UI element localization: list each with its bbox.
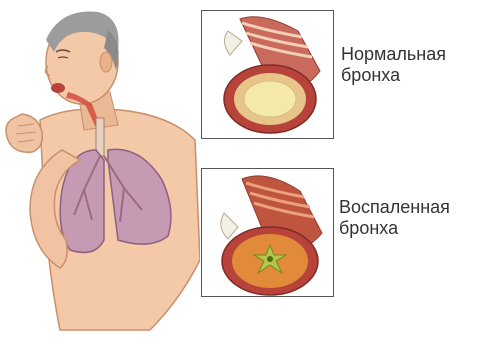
coughing-man-figure (0, 0, 200, 344)
normal-bronchus-panel (201, 10, 334, 139)
inflamed-bronchus-cross-section-icon (202, 169, 333, 296)
bronchus-cross-section-icon (202, 11, 333, 138)
inflamed-bronchus-panel (201, 168, 334, 297)
normal-bronchus-label: Нормальная бронха (341, 44, 481, 86)
coughing-man-illustration (0, 0, 200, 344)
inflamed-bronchus-label: Воспаленная бронха (339, 197, 479, 239)
